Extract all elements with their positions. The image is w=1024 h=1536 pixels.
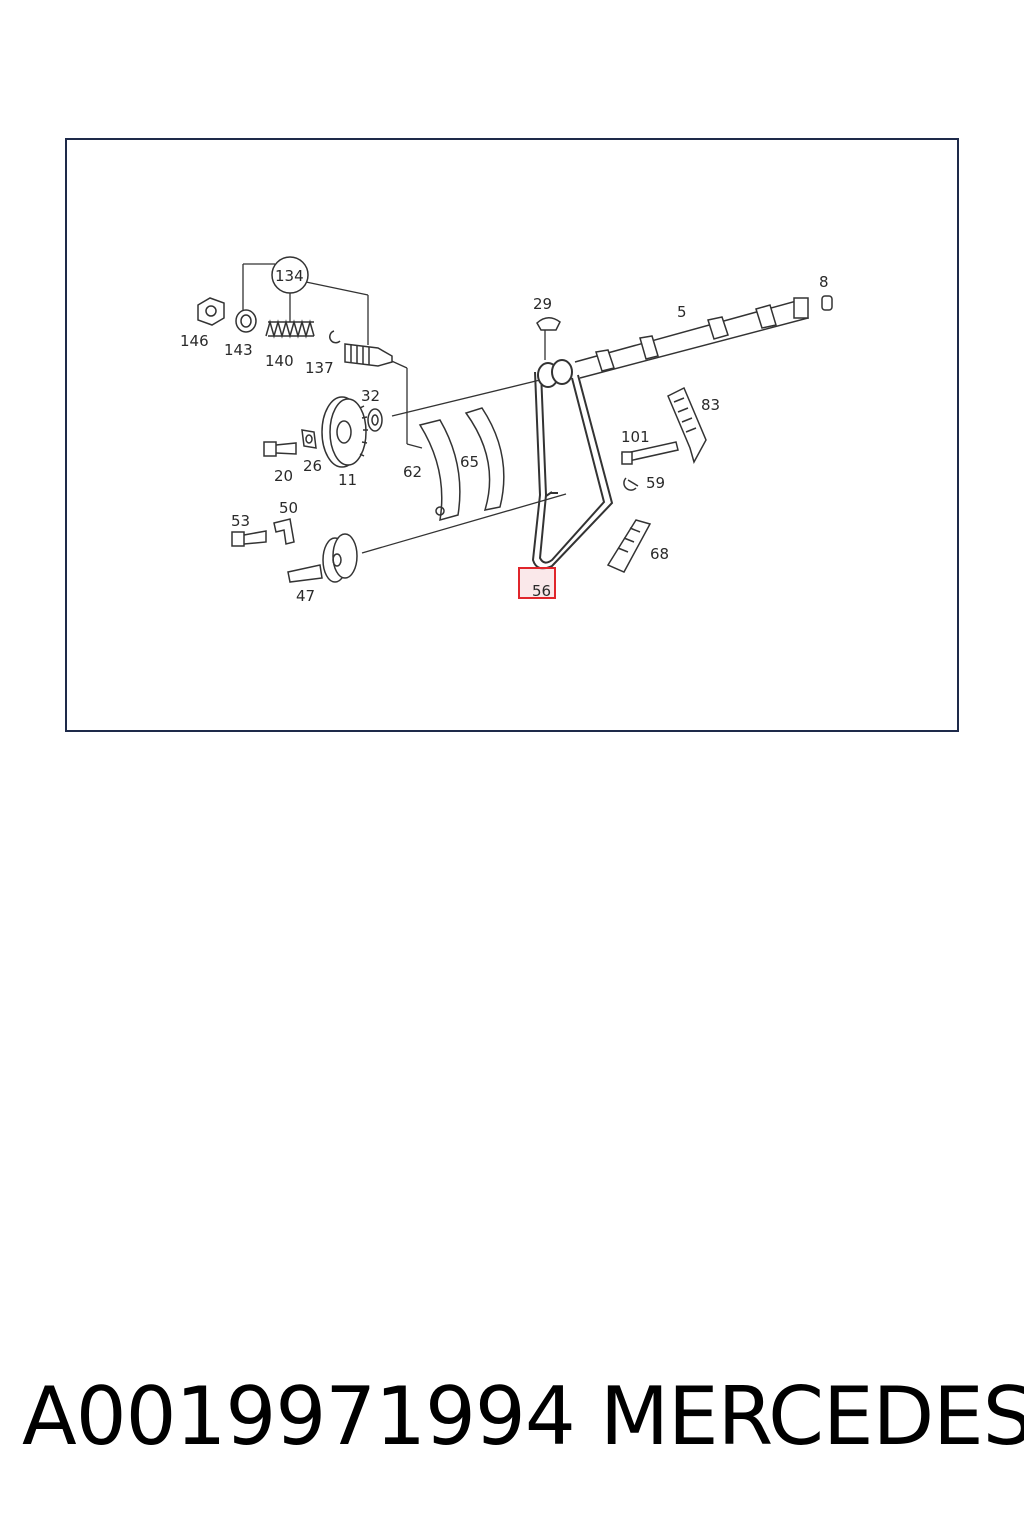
bolt-part-20	[263, 441, 297, 457]
washer-part-26	[301, 429, 317, 449]
bracket-part-50	[273, 518, 295, 545]
callout-29: 29	[533, 295, 552, 313]
exploded-parts-diagram: 134 146 143 140 137 32 20 26 11 62 65 29…	[180, 256, 833, 605]
washer-part-32	[367, 408, 383, 432]
callout-50: 50	[279, 499, 298, 517]
guide-rail-part-65	[464, 407, 505, 511]
callout-65: 65	[460, 453, 479, 471]
callout-labels: 134 146 143 140 137 32 20 26 11 62 65 29…	[180, 267, 829, 605]
callout-134: 134	[275, 267, 304, 285]
clip-part-137	[329, 330, 341, 344]
woodruff-key-part-29	[536, 317, 561, 331]
guide-part-83	[667, 386, 707, 464]
callout-circle-134	[271, 256, 309, 294]
diagram-frame	[65, 138, 959, 732]
callout-56: 56	[532, 582, 551, 600]
tensioner-part-134	[344, 343, 393, 367]
highlight-box-56	[518, 567, 556, 599]
callout-101: 101	[621, 428, 650, 446]
callout-62: 62	[403, 463, 422, 481]
callout-59: 59	[646, 474, 665, 492]
clip-part-59	[623, 477, 639, 491]
washer-part-143	[235, 309, 257, 333]
callout-143: 143	[224, 341, 253, 359]
callout-20: 20	[274, 467, 293, 485]
assembly-lines	[242, 263, 567, 554]
camshaft-part-5	[574, 297, 810, 379]
part-number: A0019971994	[22, 1370, 576, 1463]
callout-11: 11	[338, 471, 357, 489]
callout-83: 83	[701, 396, 720, 414]
nut-part-146	[197, 297, 225, 326]
callout-5: 5	[677, 303, 687, 321]
callout-32: 32	[361, 387, 380, 405]
timing-chain-part-56	[531, 359, 614, 570]
plug-part-8	[821, 295, 833, 311]
guide-part-68	[606, 519, 652, 573]
guide-rail-part-62	[418, 419, 461, 522]
callout-146: 146	[180, 332, 209, 350]
callout-53: 53	[231, 512, 250, 530]
bolt-part-101	[621, 441, 679, 465]
callout-47: 47	[296, 587, 315, 605]
callout-68: 68	[650, 545, 669, 563]
callout-8: 8	[819, 273, 829, 291]
brand-name: MERCEDES	[600, 1370, 1024, 1463]
spring-part-140	[265, 319, 315, 339]
bolt-part-53	[231, 530, 267, 547]
callout-137: 137	[305, 359, 334, 377]
part-caption: A0019971994 MERCEDES	[22, 1370, 1024, 1470]
callout-26: 26	[303, 457, 322, 475]
crank-sprocket-part-47	[287, 533, 358, 583]
callout-140: 140	[265, 352, 294, 370]
sprocket-part-11	[321, 396, 368, 468]
